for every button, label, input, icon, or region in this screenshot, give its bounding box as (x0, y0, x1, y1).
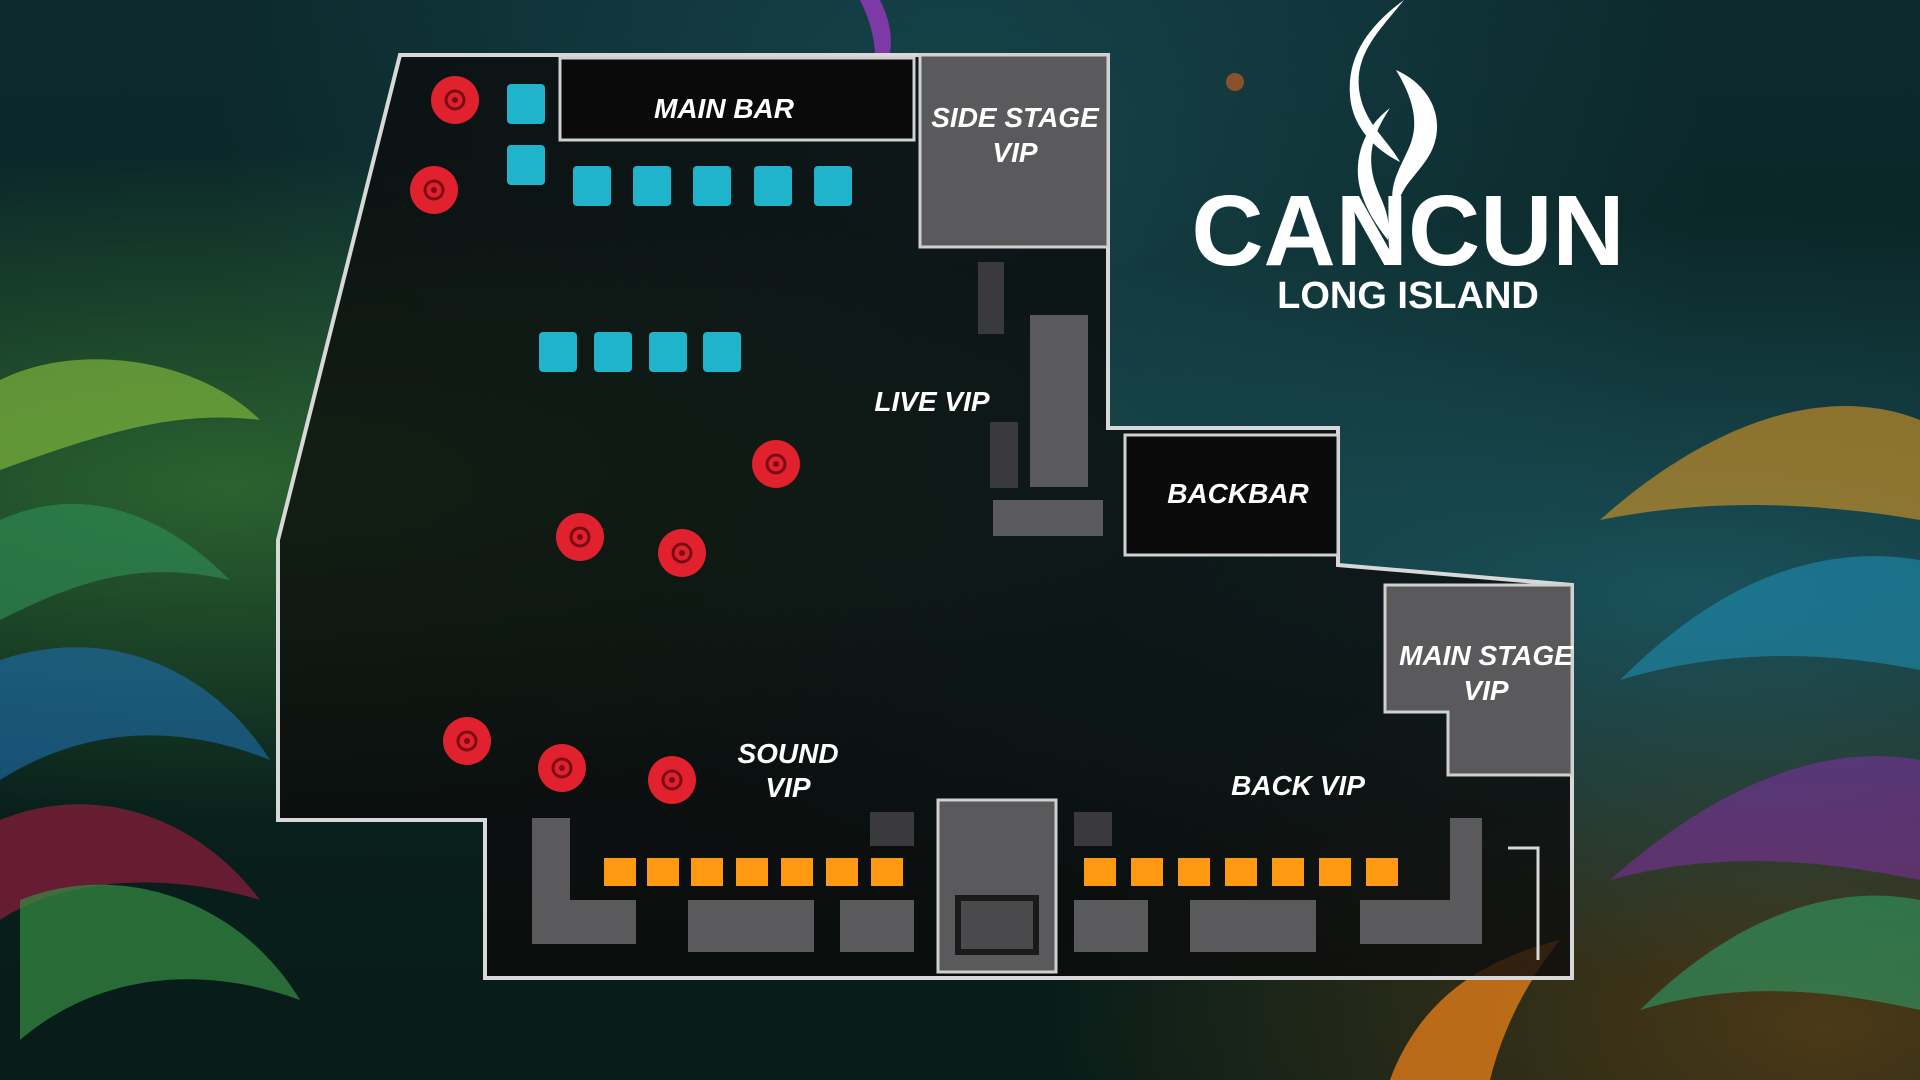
red-marker[interactable] (556, 513, 604, 561)
live-vip-label: LIVE VIP (874, 386, 989, 417)
sound-vip-riser (870, 812, 914, 846)
cyan-table[interactable] (703, 332, 741, 372)
sound-vip-booth-left (532, 818, 636, 944)
main-bar-label: MAIN BAR (654, 93, 795, 124)
sound-vip-label-2: VIP (765, 772, 810, 803)
orange-table[interactable] (647, 858, 679, 886)
orange-table[interactable] (691, 858, 723, 886)
cyan-table[interactable] (814, 166, 852, 206)
cyan-table[interactable] (539, 332, 577, 372)
red-marker[interactable] (648, 756, 696, 804)
main-stage-vip-zone[interactable] (1383, 583, 1574, 777)
orange-table[interactable] (1319, 858, 1351, 886)
orange-tables (604, 858, 1398, 886)
back-vip-table-2 (1190, 900, 1316, 952)
orange-table[interactable] (736, 858, 768, 886)
backbar-label: BACKBAR (1167, 478, 1309, 509)
brand-subtitle: LONG ISLAND (1277, 275, 1539, 317)
red-marker[interactable] (538, 744, 586, 792)
sound-vip-table-2 (840, 900, 914, 952)
main-stage-vip-label: MAIN STAGE (1399, 640, 1574, 671)
orange-table[interactable] (826, 858, 858, 886)
center-stage-inner (955, 895, 1039, 955)
cyan-table[interactable] (649, 332, 687, 372)
red-marker[interactable] (410, 166, 458, 214)
cyan-table[interactable] (573, 166, 611, 206)
side-stage-vip-label-2: VIP (992, 137, 1037, 168)
live-vip-stage[interactable] (1030, 315, 1088, 487)
back-vip-label: BACK VIP (1231, 770, 1365, 801)
side-stage-vip-label: SIDE STAGE (931, 102, 1100, 133)
back-vip-booth-right (1360, 818, 1482, 944)
venue-floor (276, 53, 1574, 980)
cyan-table[interactable] (507, 145, 545, 185)
live-vip-riser-2 (990, 422, 1018, 488)
orange-table[interactable] (604, 858, 636, 886)
backbar-zone[interactable] (1123, 433, 1340, 557)
cyan-table[interactable] (633, 166, 671, 206)
brand-name: CANCUN (1191, 175, 1624, 287)
cyan-table[interactable] (693, 166, 731, 206)
cyan-table[interactable] (754, 166, 792, 206)
flame-icon (1349, 0, 1438, 240)
orange-table[interactable] (871, 858, 903, 886)
side-stage-vip-zone[interactable] (918, 53, 1110, 249)
red-marker[interactable] (752, 440, 800, 488)
cyan-table[interactable] (507, 84, 545, 124)
orange-table[interactable] (1272, 858, 1304, 886)
red-markers (410, 76, 800, 804)
orange-table[interactable] (781, 858, 813, 886)
back-vip-rail (1508, 846, 1540, 960)
sound-vip-label: SOUND (737, 738, 838, 769)
orange-table[interactable] (1131, 858, 1163, 886)
cyan-tables (507, 84, 852, 372)
orange-table[interactable] (1366, 858, 1398, 886)
orange-table[interactable] (1084, 858, 1116, 886)
red-marker[interactable] (443, 717, 491, 765)
live-vip-riser (978, 262, 1004, 334)
back-vip-riser (1074, 812, 1112, 846)
back-vip-table-1 (1074, 900, 1148, 952)
live-vip-platform (993, 500, 1103, 536)
red-marker[interactable] (431, 76, 479, 124)
sound-vip-table-1 (688, 900, 814, 952)
orange-table[interactable] (1178, 858, 1210, 886)
orange-table[interactable] (1225, 858, 1257, 886)
main-stage-vip-label-2: VIP (1463, 675, 1508, 706)
red-marker[interactable] (658, 529, 706, 577)
main-bar-zone[interactable] (558, 56, 916, 142)
cyan-table[interactable] (594, 332, 632, 372)
